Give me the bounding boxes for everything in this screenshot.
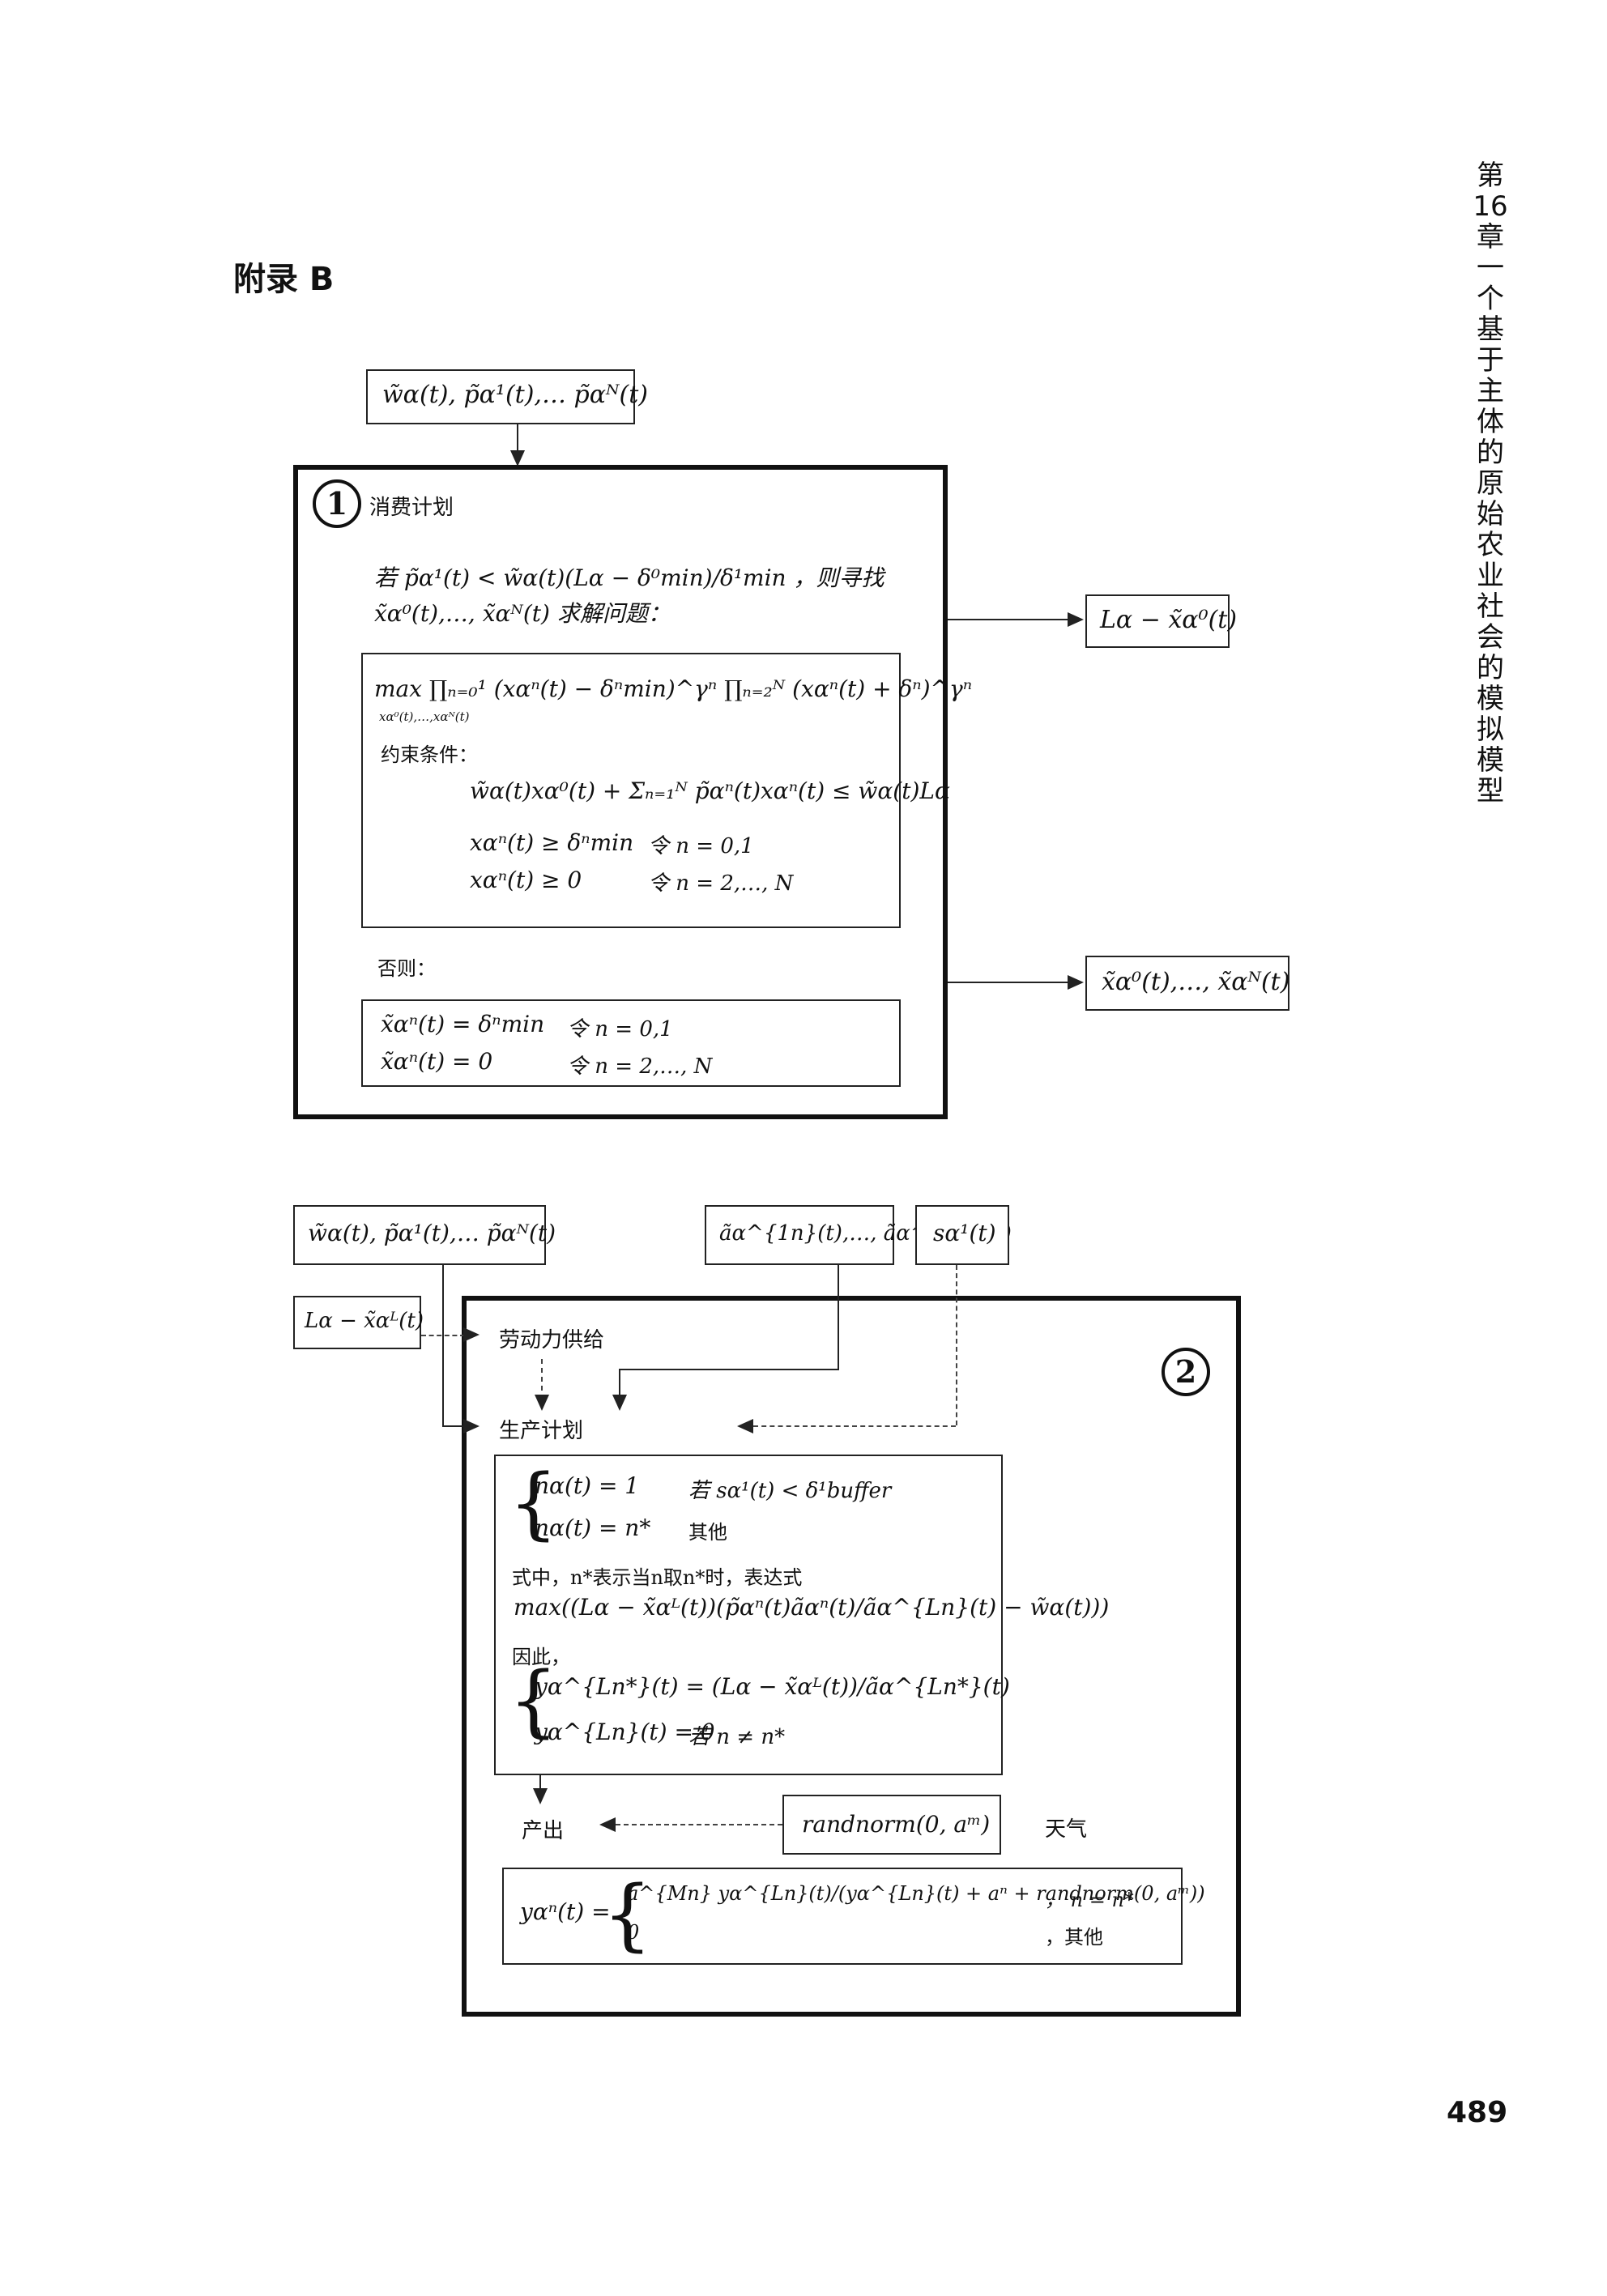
d2-randnorm-arrowhead bbox=[599, 1817, 616, 1832]
d1-input-box: w̃α(t), p̃α¹(t),… p̃αᴺ(t) bbox=[366, 369, 648, 424]
d2-y-brace: { bbox=[509, 1655, 559, 1746]
d2-tech-vertical bbox=[838, 1265, 839, 1370]
d2-output-label: 产出 bbox=[522, 1819, 565, 1843]
d1-output1-box: Lα − x̃α⁰(t) bbox=[1085, 594, 1237, 648]
d1-input-connector bbox=[517, 424, 518, 452]
d2-supply-arrowhead bbox=[535, 1395, 549, 1411]
d2-final-lhs: yαⁿ(t) = bbox=[520, 1898, 611, 1925]
d2-max-expression: max((Lα − x̃αᴸ(t))(p̃αⁿ(t)ãαⁿ(t)/ãα^{Ln}… bbox=[514, 1594, 1110, 1621]
d2-tech-arrowhead bbox=[612, 1395, 627, 1411]
d2-prices-horizontal bbox=[442, 1425, 465, 1427]
d1-else-first-cond: 令 n = 0,1 bbox=[567, 1017, 673, 1042]
d2-output-connector bbox=[539, 1775, 541, 1791]
d2-therefore: 因此， bbox=[512, 1646, 570, 1668]
d1-output1-connector bbox=[948, 619, 1071, 620]
chapter-side-title: 第16章 一个基于主体的原始农业社会的模拟模型 bbox=[1473, 160, 1508, 807]
d2-labor-arrowhead bbox=[463, 1327, 480, 1342]
d1-constraint-budget: w̃α(t)xα⁰(t) + Σₙ₌₁ᴺ p̃αⁿ(t)xαⁿ(t) ≤ w̃α… bbox=[470, 777, 950, 804]
d2-case1: nα(t) = 1 bbox=[535, 1472, 640, 1499]
d2-final-bottom-cond: ，其他 bbox=[1045, 1926, 1103, 1949]
d2-prices-vertical bbox=[442, 1265, 444, 1427]
d2-labor-supply-label: 劳动力供给 bbox=[499, 1328, 605, 1352]
d2-production-box bbox=[494, 1455, 1003, 1775]
d1-input-arrowhead bbox=[510, 450, 525, 466]
page-number: 489 bbox=[1447, 2096, 1508, 2129]
d2-stock-horizontal bbox=[753, 1425, 956, 1427]
d1-otherwise-label: 否则： bbox=[377, 957, 436, 980]
d2-case-brace: { bbox=[509, 1458, 559, 1548]
d1-section-title: 消费计划 bbox=[369, 496, 454, 520]
d2-where-text: 式中，n*表示当n取n*时，表达式 bbox=[512, 1566, 803, 1589]
d2-final-box bbox=[502, 1868, 1183, 1965]
d2-tech-horizontal bbox=[619, 1369, 839, 1370]
d1-output1-arrowhead bbox=[1068, 612, 1084, 627]
d1-else-second-cond: 令 n = 2,…, N bbox=[567, 1054, 713, 1079]
d2-final-bottom: 0 bbox=[627, 1921, 640, 1944]
d2-input-tech-box: ãα^{1n}(t),…, ãα^{Nn}(t) bbox=[705, 1205, 1012, 1265]
d2-y-second-cond: 若 n ≠ n* bbox=[688, 1725, 786, 1749]
d2-input-prices-box: w̃α(t), p̃α¹(t),… p̃αᴺ(t) bbox=[293, 1205, 556, 1265]
d2-case2-cond: 其他 bbox=[688, 1521, 727, 1544]
d1-constraint-min-cond: 令 n = 0,1 bbox=[648, 834, 754, 858]
d1-else-second: x̃αⁿ(t) = 0 bbox=[381, 1048, 493, 1075]
d2-circle-number: 2 bbox=[1162, 1348, 1210, 1396]
d2-production-label: 生产计划 bbox=[499, 1419, 584, 1443]
d2-supply-dash bbox=[541, 1359, 543, 1399]
d2-randnorm-dash bbox=[616, 1824, 782, 1825]
d2-final-brace: { bbox=[603, 1869, 653, 1960]
d1-output2-connector bbox=[948, 982, 1071, 983]
d1-constraint-nonneg-cond: 令 n = 2,…, N bbox=[648, 871, 794, 896]
d2-weather-label: 天气 bbox=[1045, 1817, 1088, 1842]
d2-case1-cond: 若 sα¹(t) < δ¹buffer bbox=[688, 1479, 892, 1503]
d1-circle-number: 1 bbox=[313, 479, 361, 528]
d1-constraint-min: xαⁿ(t) ≥ δⁿmin bbox=[470, 829, 634, 856]
d1-output2-box: x̃α⁰(t),…, x̃αᴺ(t) bbox=[1085, 956, 1289, 1011]
d1-condition-line2: x̃α⁰(t),…, x̃αᴺ(t) 求解问题： bbox=[374, 600, 671, 627]
d2-input-stock-box: sα¹(t) bbox=[915, 1205, 1009, 1265]
d2-output-arrowhead bbox=[533, 1788, 548, 1804]
d2-stock-arrowhead bbox=[737, 1419, 753, 1433]
d1-constraint-nonneg: xαⁿ(t) ≥ 0 bbox=[470, 867, 582, 893]
d2-randnorm-box: randnorm(0, aᵐ) bbox=[782, 1795, 1001, 1855]
d2-final-top: a^{Mn} yα^{Ln}(t)/(yα^{Ln}(t) + aⁿ + ran… bbox=[627, 1882, 1205, 1905]
d1-output2-arrowhead bbox=[1068, 975, 1084, 990]
d1-else-first: x̃αⁿ(t) = δⁿmin bbox=[381, 1011, 545, 1037]
d2-final-top-cond: ， n = n* bbox=[1045, 1889, 1134, 1911]
d1-max-expression: max ∏ₙ₌₀¹ (xαⁿ(t) − δⁿmin)^γⁿ ∏ₙ₌₂ᴺ (xαⁿ… bbox=[374, 675, 973, 702]
d2-tech-down bbox=[619, 1369, 620, 1396]
d2-y-first: yα^{Ln*}(t) = (Lα − x̃αᴸ(t))/ãα^{Ln*}(t) bbox=[535, 1673, 1010, 1700]
d1-max-subscript: xα⁰(t),…,xαᴺ(t) bbox=[379, 709, 470, 724]
d1-constraint-label: 约束条件： bbox=[381, 743, 478, 766]
d1-optimization-box bbox=[361, 653, 901, 928]
d2-stock-vertical bbox=[956, 1265, 957, 1425]
d2-case2: nα(t) = n* bbox=[535, 1514, 651, 1541]
appendix-title: 附录 B bbox=[233, 261, 335, 298]
d2-prices-arrowhead bbox=[463, 1419, 480, 1433]
d2-input-labor-box: Lα − x̃αᴸ(t) bbox=[293, 1296, 424, 1349]
d2-y-second: yα^{Ln}(t) = 0 bbox=[535, 1719, 715, 1745]
d1-else-box bbox=[361, 999, 901, 1087]
d1-condition-line: 若 p̃α¹(t) < w̃α(t)(Lα − δ⁰min)/δ¹min ，则寻… bbox=[374, 564, 884, 591]
